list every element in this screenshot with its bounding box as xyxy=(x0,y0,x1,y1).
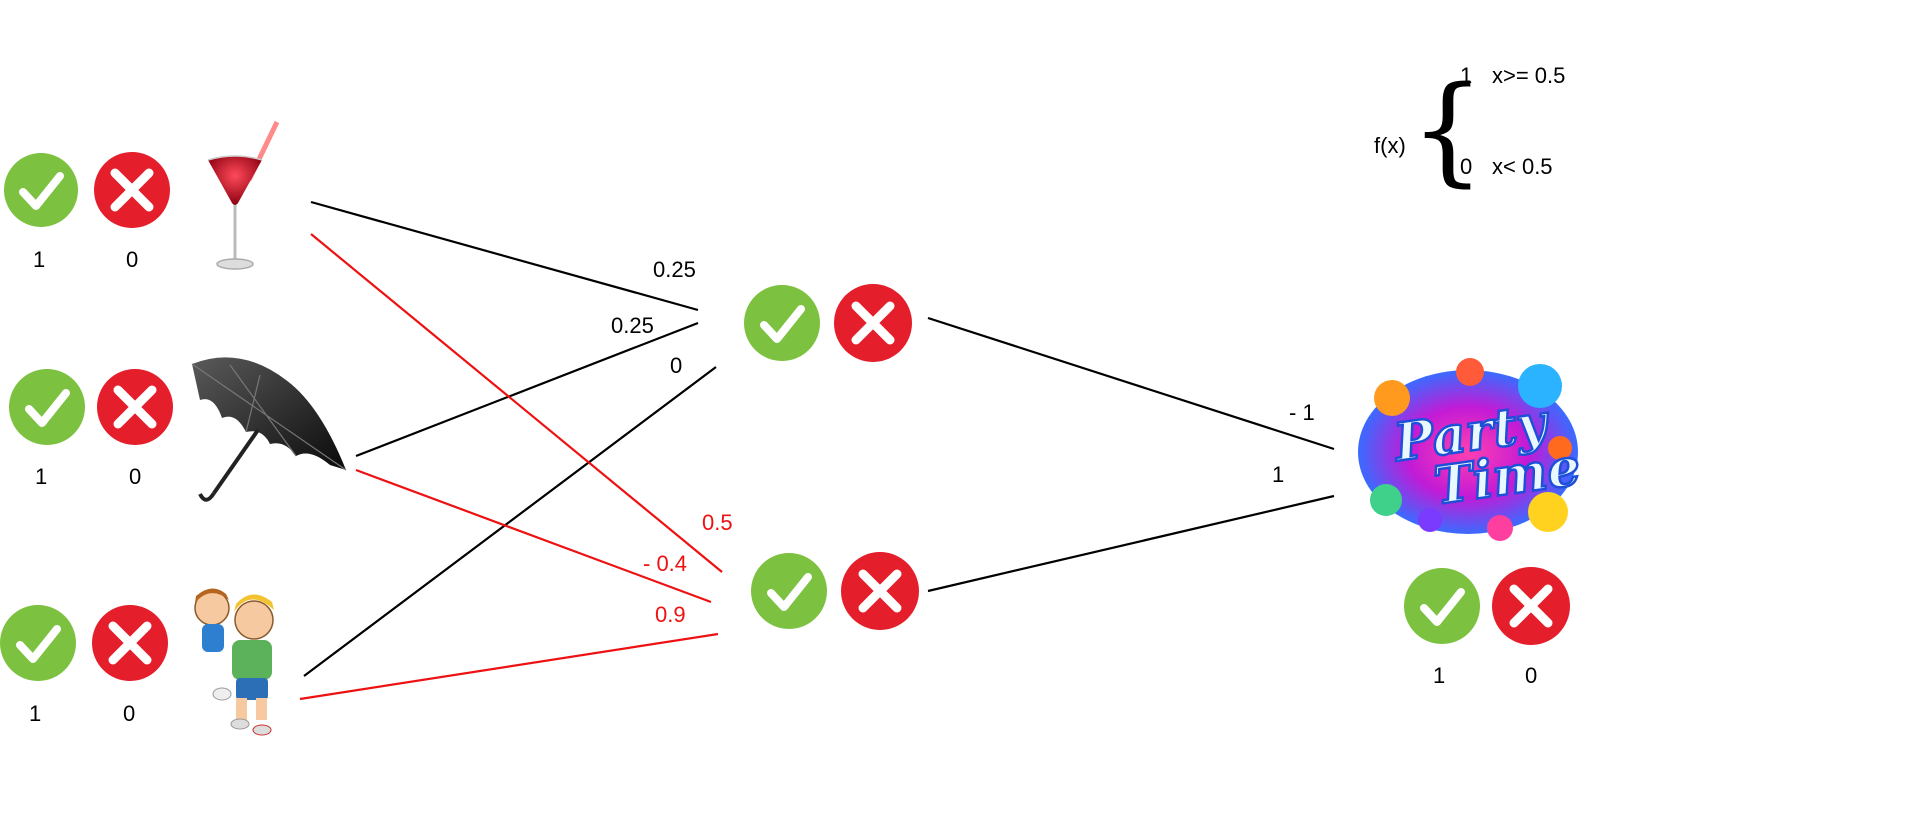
cross-icon xyxy=(1492,567,1570,645)
hidden-node-2 xyxy=(751,552,919,630)
no-value-label: 0 xyxy=(1525,663,1537,688)
umbrella-icon xyxy=(191,357,347,502)
weight-label-input3-hidden1: 0 xyxy=(670,353,682,378)
weight-label-input3-hidden2: 0.9 xyxy=(655,602,686,627)
check-icon xyxy=(751,553,827,629)
edge-input1-hidden2 xyxy=(310,233,723,573)
party-time-logo: Party Time xyxy=(1358,358,1585,541)
curly-brace-icon: { xyxy=(1410,60,1485,198)
edge-input3-hidden2 xyxy=(299,632,719,701)
yes-value-label: 1 xyxy=(35,464,47,489)
hidden-node-1 xyxy=(744,284,912,362)
activation-function: f(x) { 1 x>= 0.5 0 x< 0.5 xyxy=(1374,60,1565,198)
cross-icon xyxy=(841,552,919,630)
function-name: f(x) xyxy=(1374,133,1406,158)
cocktail-icon xyxy=(207,120,280,270)
yes-value-label: 1 xyxy=(1433,663,1445,688)
cross-icon xyxy=(94,152,170,228)
case-true-condition: x>= 0.5 xyxy=(1492,63,1565,88)
cross-icon xyxy=(92,605,168,681)
case-false-value: 0 xyxy=(1460,154,1472,179)
check-icon xyxy=(1404,568,1480,644)
weight-labels: 0.25 0.25 0 0.5 - 0.4 0.9 - 1 1 xyxy=(611,257,1315,627)
edge-input2-hidden1 xyxy=(355,321,699,458)
output-node: Party Time 1 0 xyxy=(1358,358,1585,688)
edge-input2-hidden2 xyxy=(355,468,712,604)
check-icon xyxy=(0,605,76,681)
weight-label-input2-hidden2: - 0.4 xyxy=(643,551,687,576)
edge-input1-hidden1 xyxy=(310,200,699,312)
cross-icon xyxy=(97,369,173,445)
edge-hidden2-output xyxy=(927,494,1335,593)
no-value-label: 0 xyxy=(129,464,141,489)
input-node-2: 1 0 xyxy=(9,357,347,502)
case-true-value: 1 xyxy=(1460,63,1472,88)
no-value-label: 0 xyxy=(123,701,135,726)
cross-icon xyxy=(834,284,912,362)
weight-label-hidden1-output: - 1 xyxy=(1289,400,1315,425)
yes-value-label: 1 xyxy=(33,247,45,272)
input-node-1: 1 0 xyxy=(4,120,280,272)
children-icon xyxy=(194,588,274,736)
check-icon xyxy=(4,153,78,227)
weight-label-hidden2-output: 1 xyxy=(1272,462,1284,487)
input-node-3: 1 0 xyxy=(0,588,274,736)
weight-label-input1-hidden1: 0.25 xyxy=(653,257,696,282)
weight-label-input1-hidden2: 0.5 xyxy=(702,510,733,535)
case-false-condition: x< 0.5 xyxy=(1492,154,1553,179)
edge-hidden1-output xyxy=(927,316,1335,451)
check-icon xyxy=(9,369,85,445)
connections xyxy=(299,200,1335,701)
weight-label-input2-hidden1: 0.25 xyxy=(611,313,654,338)
edge-input3-hidden1 xyxy=(303,366,717,677)
no-value-label: 0 xyxy=(126,247,138,272)
yes-value-label: 1 xyxy=(29,701,41,726)
check-icon xyxy=(744,285,820,361)
